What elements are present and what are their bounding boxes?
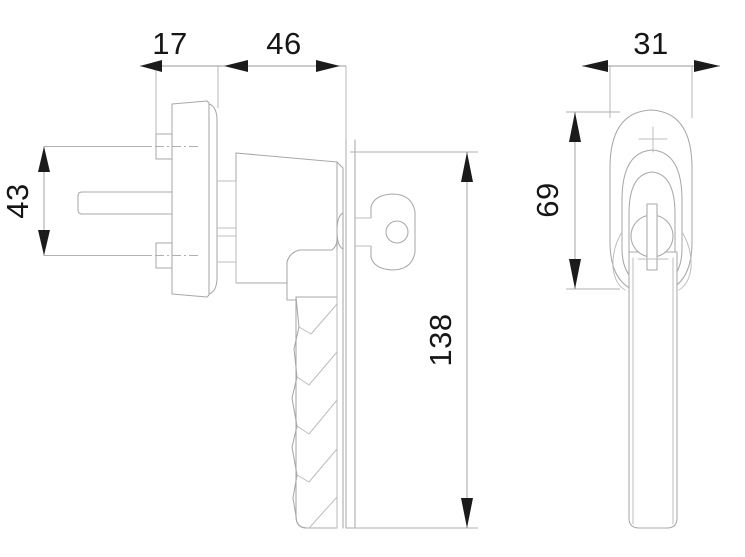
- handle-grip-column: [295, 296, 338, 529]
- arrow-69-bottom: [569, 259, 581, 289]
- dim-value-69: 69: [530, 182, 565, 217]
- arrow-138-bottom: [461, 498, 473, 528]
- keyhole-slot: [646, 203, 658, 271]
- arrow-43-bottom: [38, 230, 50, 256]
- arrow-46-right: [316, 60, 340, 72]
- arrow-69-top: [569, 112, 581, 142]
- arrow-138-top: [461, 152, 473, 182]
- arrow-31-right: [694, 60, 720, 72]
- arrow-31-left: [582, 60, 608, 72]
- rosette-plate-body: [171, 100, 210, 298]
- dim-17-46-group: 17 46: [140, 26, 347, 215]
- lever-flank-left: [612, 231, 626, 291]
- arrow-43-top: [38, 146, 50, 172]
- dim-value-46: 46: [266, 26, 301, 61]
- handle-spine: [336, 161, 344, 529]
- grip-ridge-1: [298, 303, 338, 335]
- rosette-plate-cap: [208, 103, 218, 295]
- dim-138-group: 138: [350, 151, 478, 529]
- lever-body-front: [628, 251, 678, 529]
- spindle-bar: [77, 191, 173, 215]
- grip-ridge-3: [296, 399, 338, 435]
- key-cylinder-collar: [336, 212, 344, 250]
- handle-elbow: [286, 239, 338, 301]
- grip-ridge-5: [309, 496, 338, 528]
- front-view-geometry: [609, 109, 693, 529]
- side-view-geometry: [70, 100, 416, 529]
- arrow-46-left: [224, 60, 248, 72]
- dim-value-17: 17: [152, 26, 187, 61]
- dim-31-group: 31: [582, 26, 720, 118]
- lever-flank-right: [678, 231, 692, 291]
- dim-value-43: 43: [0, 183, 35, 218]
- dim-value-31: 31: [633, 26, 668, 61]
- key-head: [354, 193, 416, 271]
- dim-69-group: 69: [530, 111, 620, 290]
- arrow-17-left: [140, 60, 162, 72]
- grip-ridge-2: [296, 351, 338, 386]
- grip-ridge-4: [296, 448, 338, 483]
- dim-43-group: 43: [0, 146, 150, 256]
- dim-value-138: 138: [423, 313, 458, 366]
- key-head-hole: [385, 220, 409, 244]
- grip-wavy-edge: [291, 296, 308, 529]
